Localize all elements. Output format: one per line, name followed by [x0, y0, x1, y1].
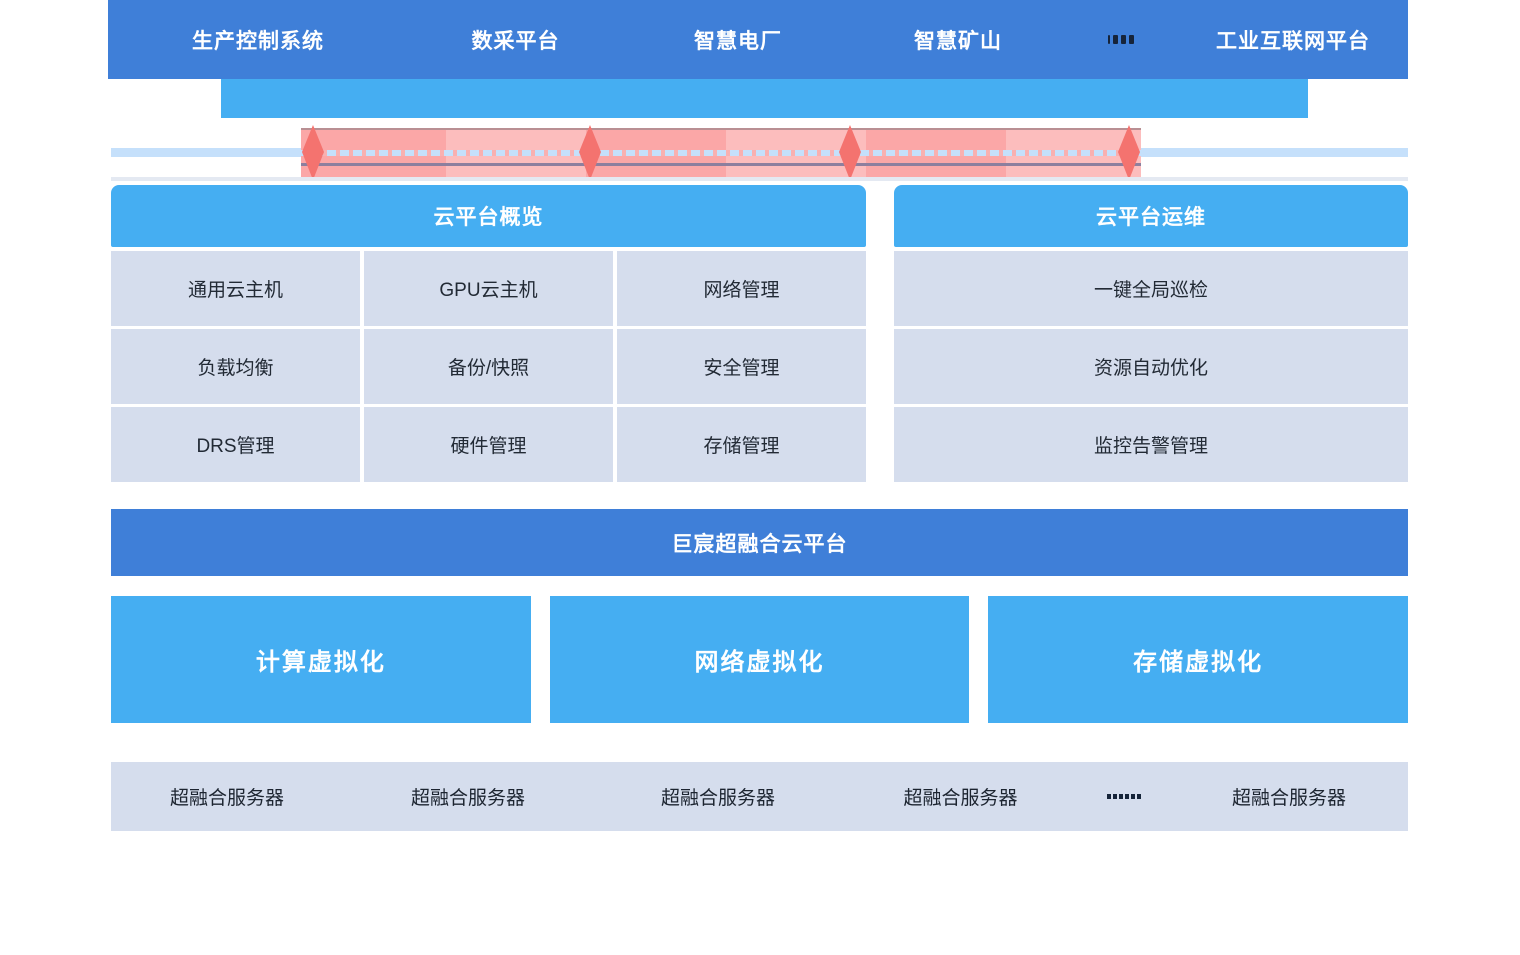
header-item-production-control[interactable]: 生产控制系统 [192, 29, 324, 53]
connector-rail-left [111, 148, 303, 157]
band-solid-line [301, 163, 1141, 166]
panel-cloud-platform-operations: 云平台运维 一键全局巡检 资源自动优化 监控告警管理 [894, 185, 1408, 482]
ops-cell-one-click-global-inspection[interactable]: 一键全局巡检 [894, 251, 1408, 326]
panel-cloud-platform-overview: 云平台概览 通用云主机 GPU云主机 网络管理 负载均衡 备份/快照 安全管理 … [111, 185, 866, 482]
header-item-smart-mine[interactable]: 智慧矿山 [914, 29, 1002, 53]
ops-cell-automatic-resource-optimization[interactable]: 资源自动优化 [894, 329, 1408, 404]
band-dashed-line [301, 150, 1141, 156]
overview-cell-network-management[interactable]: 网络管理 [617, 251, 866, 326]
overview-cell-backup-snapshot[interactable]: 备份/快照 [364, 329, 613, 404]
panel-title-operations: 云平台运维 [894, 185, 1408, 247]
header-item-data-collection[interactable]: 数采平台 [471, 29, 560, 53]
ops-cell-monitoring-alarm-management[interactable]: 监控告警管理 [894, 407, 1408, 482]
header-ellipsis-icon [1063, 35, 1178, 44]
section-divider [111, 177, 1408, 181]
servers-ellipsis-icon [1078, 794, 1170, 799]
server-item[interactable]: 超融合服务器 [169, 788, 284, 809]
server-item[interactable]: 超融合服务器 [1231, 788, 1346, 809]
bidirectional-arrow-icon [568, 125, 612, 180]
overview-cell-gpu-cloud-host[interactable]: GPU云主机 [364, 251, 613, 326]
server-item[interactable]: 超融合服务器 [410, 788, 525, 809]
band-top-rule [301, 128, 1141, 130]
bidirectional-arrow-icon [1107, 125, 1151, 180]
header-item-industrial-internet-platform[interactable]: 工业互联网平台 [1216, 29, 1370, 53]
server-item[interactable]: 超融合服务器 [660, 788, 775, 809]
virtualization-card-network[interactable]: 网络虚拟化 [549, 596, 970, 723]
overview-cell-load-balancing[interactable]: 负载均衡 [111, 329, 360, 404]
overview-cell-hardware-management[interactable]: 硬件管理 [364, 407, 613, 482]
overview-cell-security-management[interactable]: 安全管理 [617, 329, 866, 404]
header-item-smart-power-plant[interactable]: 智慧电厂 [694, 29, 782, 53]
hyperconverged-servers-row: 超融合服务器 超融合服务器 超融合服务器 超融合服务器 超融合服务器 [111, 762, 1408, 831]
top-application-bar: 生产控制系统 数采平台 智慧电厂 智慧矿山 工业互联网平台 [108, 0, 1408, 79]
panel-title-overview: 云平台概览 [111, 185, 866, 247]
virtualization-card-compute[interactable]: 计算虚拟化 [111, 596, 531, 723]
bidirectional-arrow-icon [828, 125, 872, 180]
overview-cell-general-cloud-host[interactable]: 通用云主机 [111, 251, 360, 326]
bidirectional-arrow-icon [291, 125, 335, 180]
virtualization-card-storage[interactable]: 存储虚拟化 [988, 596, 1409, 723]
operations-cell-grid: 一键全局巡检 资源自动优化 监控告警管理 [894, 251, 1408, 482]
header-underlay-bar [221, 79, 1308, 118]
overview-cell-storage-management[interactable]: 存储管理 [617, 407, 866, 482]
overview-cell-grid: 通用云主机 GPU云主机 网络管理 负载均衡 备份/快照 安全管理 DRS管理 … [111, 251, 866, 482]
virtualization-row: 计算虚拟化 网络虚拟化 存储虚拟化 [111, 596, 1409, 723]
server-item[interactable]: 超融合服务器 [903, 788, 1018, 809]
connector-rail-right [1139, 148, 1408, 157]
overview-cell-drs-management[interactable]: DRS管理 [111, 407, 360, 482]
platform-banner: 巨宸超融合云平台 [111, 509, 1408, 576]
data-exchange-band [301, 125, 1141, 180]
